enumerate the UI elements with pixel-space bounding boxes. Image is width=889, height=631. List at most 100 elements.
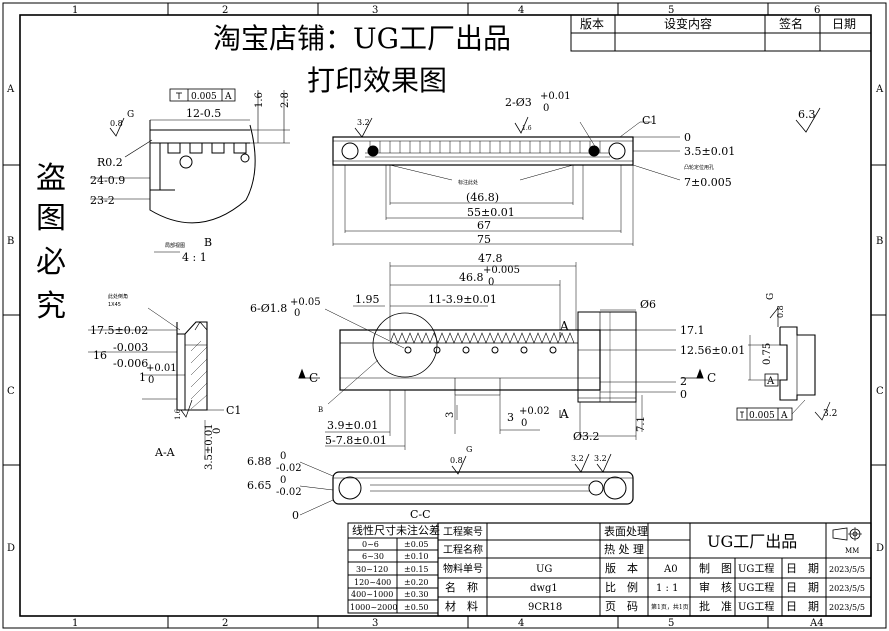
row-label: C [7,386,15,397]
section-mark: C [309,371,318,385]
tb-label: 工程名称 [443,543,483,556]
section-mark: C [707,371,716,385]
dim-text: G [466,445,472,454]
dim-text: 3.5±0.01 [684,145,735,158]
dim-text: 17.5±0.02 [90,324,148,337]
dim-text: 0 [148,375,154,386]
col-label-bottom: 1 [72,618,78,629]
row-label: B [876,236,883,247]
tol-value: ±0.05 [404,540,429,549]
tol-value: ±0.15 [404,565,429,574]
title-block [437,522,872,617]
dim-text: 6.65 [247,479,272,492]
tb-label: 工程案号 [443,525,483,538]
dim-text: -0.003 [113,341,148,354]
dim-text: 1 [139,371,146,384]
section-mark: A [559,407,569,421]
section-a-a [88,307,224,460]
dim-text: 1.6 [254,92,265,108]
top-view [332,116,681,246]
dim-text: 0 [292,509,299,522]
watermark-char: 究 [36,289,66,324]
col-label-top: 6 [814,5,820,16]
col-label-top: 4 [518,5,524,16]
dim-text: 0 [521,418,527,429]
tol-range: 0~6 [362,540,379,549]
tol-value: ±0.50 [404,603,429,612]
section-c-c [299,453,634,516]
dim-text: 5-7.8±0.01 [325,434,387,447]
tb-label: 日 期 [786,581,819,594]
dim-text: (46.8) [466,191,499,204]
section-mark: A [559,319,569,333]
tb-label: 比 例 [605,580,638,594]
dim-text: +0.02 [519,406,550,417]
dim-text: 1.95 [355,293,380,306]
dim-text: 0.8 [110,119,123,128]
tb-value: 第1页，共1页 [651,603,689,611]
tb-value: 2023/5/5 [829,603,865,612]
dim-text: 46.8 [459,271,484,284]
dim-text: 0 [488,277,494,288]
dim-text: -0.02 [276,487,302,498]
revision-header: 日期 [832,17,856,31]
front-view [298,262,704,450]
dim-text: 3.2 [357,118,370,127]
detail-mark: B [318,406,323,414]
col-label-top: 5 [668,5,674,16]
dim-text: A [766,376,775,387]
col-label-top: 2 [222,5,228,16]
dim-text: 24-0.9 [90,174,125,187]
dim-text: 6.88 [247,455,272,468]
dim-text: 17.1 [680,324,705,337]
tol-range: 30~120 [356,565,388,574]
col-label-bottom: 4 [518,618,524,629]
revision-table [570,14,872,52]
dim-text: -0.02 [276,463,302,474]
tb-label: 物料单号 [443,562,483,575]
tb-value: UG工程 [738,563,774,575]
row-label: D [876,543,884,554]
dim-text: 3 [507,411,514,424]
col-label-bottom: 5 [668,618,674,629]
dim-text: 0 [684,131,691,144]
dim-text: 0.75 [762,343,773,365]
dim-text: 0 [280,451,286,462]
tb-value: UG [536,564,552,575]
dim-text: 16 [93,349,107,362]
dim-text: 3.5±0.01 [204,423,215,470]
dim-text: 12-0.5 [186,107,221,120]
tol-value: ±0.10 [404,552,429,561]
tb-value: 2023/5/5 [829,565,865,574]
dim-text: +0.01 [146,363,177,374]
dim-text: R0.2 [97,156,123,169]
tb-label: 日 期 [786,600,819,613]
dim-text: 0 [280,475,286,486]
side-view [736,307,831,421]
col-label-bottom: A4 [809,618,824,629]
note-text: 1X45 [108,302,121,308]
dim-text: 0.8 [776,305,785,318]
tb-label: 页 码 [605,600,638,613]
tb-label: 制 图 [699,562,732,575]
dim-text: 75 [477,233,491,246]
dim-text: 0.005 [749,411,775,421]
tb-label: 批 准 [699,599,732,613]
dim-text: +0.01 [540,91,571,102]
col-label-top: 3 [372,5,378,16]
dim-text: 12.56±0.01 [680,344,745,357]
dim-text: G [127,110,134,120]
dim-text: 1.6 [174,408,182,420]
revision-header: 版本 [580,17,604,31]
dim-text: +0.05 [290,297,321,308]
tb-label: 日 期 [786,562,819,575]
dim-text: 47.8 [478,252,503,265]
dim-text: C1 [226,404,241,417]
tb-label: 热 处 理 [604,543,644,556]
dim-text: 1.6 [522,125,532,132]
row-label: C [876,386,884,397]
detail-view-b [90,88,290,253]
dim-text: C1 [642,114,657,127]
